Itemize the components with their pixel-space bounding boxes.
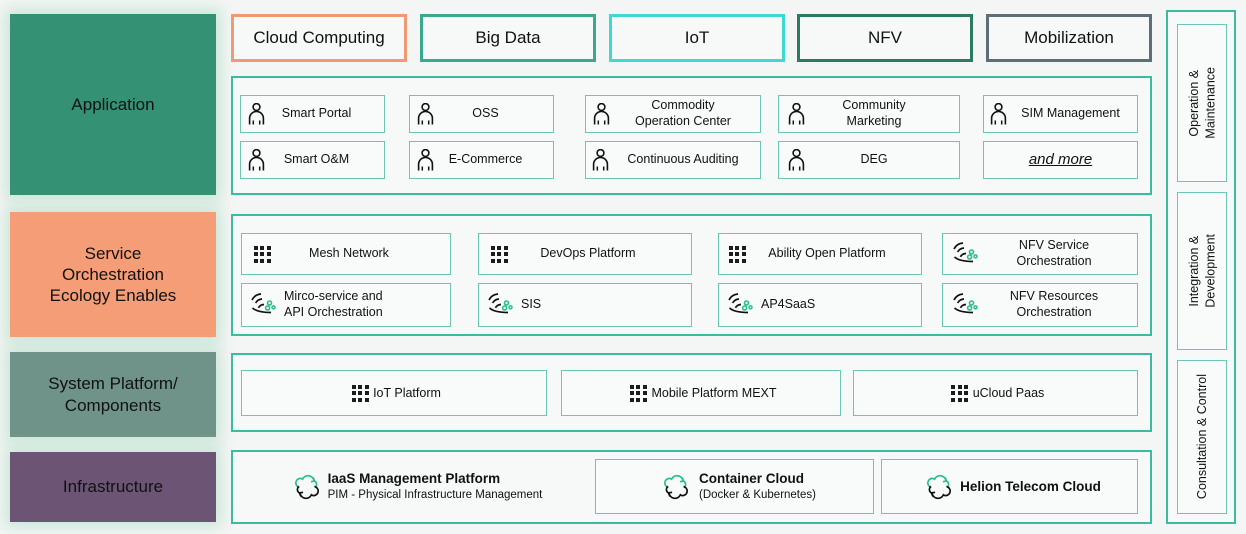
svc-card-label: Mesh Network: [309, 246, 389, 261]
infra-card-label: Container Cloud: [699, 471, 805, 487]
layer-label-infrastructure-text: Infrastructure: [62, 477, 164, 497]
svc-card-ap4saas[interactable]: AP4SaaS: [718, 283, 922, 327]
infra-card-helion-telecom-cloud[interactable]: Helion Telecom Cloud: [881, 459, 1138, 514]
svc-card-label: AP4SaaS: [761, 297, 816, 312]
sys-card-ucloud-paas[interactable]: uCloud Paas: [853, 370, 1138, 416]
cloud-sync-icon: [653, 474, 699, 500]
app-card-commodity-operation-center[interactable]: Commodity Operation Center: [585, 95, 761, 133]
domain-pill-mobilization[interactable]: Mobilization: [986, 14, 1152, 62]
sys-card-mobile-platform-mext[interactable]: Mobile Platform MEXT: [561, 370, 841, 416]
cloud-sync-icon: [918, 474, 960, 500]
svc-card-nfv-resources-orchestration[interactable]: NFV Resources Orchestration: [942, 283, 1138, 327]
app-card-label: DEG: [860, 152, 888, 167]
side-rail-label: Integration & Development: [1186, 234, 1217, 308]
orchestration-swirl-icon: [479, 292, 521, 318]
grid-dots-icon: [242, 245, 282, 263]
grid-dots-icon: [625, 384, 651, 402]
layer-label-application: Application: [10, 14, 216, 195]
layer-label-system: System Platform/ Components: [10, 352, 216, 437]
layer-label-system-text: System Platform/ Components: [48, 374, 178, 415]
app-card-e-commerce[interactable]: E-Commerce: [409, 141, 554, 179]
app-card-oss[interactable]: OSS: [409, 95, 554, 133]
orchestration-swirl-icon: [719, 292, 761, 318]
person-icon: [410, 103, 440, 125]
orchestration-swirl-icon: [242, 292, 284, 318]
domain-pill-label: IoT: [684, 28, 710, 47]
app-card-label: Smart Portal: [281, 106, 352, 121]
app-card-label: E-Commerce: [448, 152, 523, 167]
domain-pill-label: NFV: [868, 28, 902, 47]
person-icon: [988, 103, 1008, 125]
svc-card-label: Ability Open Platform: [768, 246, 886, 261]
grid-dots-icon: [479, 245, 519, 263]
app-card-label: and more: [1028, 150, 1093, 168]
app-card-label: OSS: [472, 106, 499, 121]
grid-dots-icon: [347, 384, 373, 402]
domain-pill-label: Big Data: [475, 28, 541, 47]
infra-card-sublabel: (Docker & Kubernetes): [699, 488, 816, 501]
domain-pill-label: Mobilization: [1024, 28, 1114, 47]
side-rail-label: Operation & Maintenance: [1186, 67, 1217, 139]
infra-card-sublabel: PIM - Physical Infrastructure Management: [327, 488, 543, 501]
infra-card-label: IaaS Management Platform: [327, 471, 501, 487]
person-icon: [241, 149, 271, 171]
svc-card-micro-service-api-orchestration[interactable]: Mirco-service and API Orchestration: [241, 283, 451, 327]
svc-card-mesh-network[interactable]: Mesh Network: [241, 233, 451, 275]
layer-label-application-text: Application: [71, 94, 155, 114]
grid-dots-icon: [947, 384, 973, 402]
sys-card-iot-platform[interactable]: IoT Platform: [241, 370, 547, 416]
svc-card-label: Mirco-service and API Orchestration: [284, 289, 383, 319]
app-card-smart-portal[interactable]: Smart Portal: [240, 95, 385, 133]
domain-pill-nfv[interactable]: NFV: [797, 14, 973, 62]
svc-card-label: DevOps Platform: [540, 246, 636, 261]
cloud-sync-icon: [286, 474, 328, 500]
infra-card-label: Helion Telecom Cloud: [960, 479, 1101, 494]
app-card-continuous-auditing[interactable]: Continuous Auditing: [585, 141, 761, 179]
svc-card-label: NFV Service Orchestration: [1016, 238, 1092, 268]
person-icon: [779, 103, 813, 125]
layer-label-infrastructure: Infrastructure: [10, 452, 216, 522]
domain-pill-iot[interactable]: IoT: [609, 14, 785, 62]
side-rail-consultation-control[interactable]: Consultation & Control: [1177, 360, 1227, 514]
svc-card-label: NFV Resources Orchestration: [1009, 289, 1099, 319]
app-card-label: Commodity Operation Center: [635, 98, 731, 128]
app-card-label: SIM Management: [1021, 106, 1120, 121]
svc-card-nfv-service-orchestration[interactable]: NFV Service Orchestration: [942, 233, 1138, 275]
sys-card-label: Mobile Platform MEXT: [651, 386, 777, 400]
svc-card-ability-open-platform[interactable]: Ability Open Platform: [718, 233, 922, 275]
sys-card-label: uCloud Paas: [972, 386, 1045, 400]
domain-pill-label: Cloud Computing: [253, 28, 385, 47]
side-rail-panel: Operation & Maintenance Integration & De…: [1166, 10, 1236, 524]
sys-card-label: IoT Platform: [373, 386, 441, 400]
side-rail-label: Consultation & Control: [1194, 374, 1209, 500]
person-icon: [586, 103, 616, 125]
person-icon: [590, 149, 610, 171]
layer-label-service: Service Orchestration Ecology Enables: [10, 212, 216, 337]
app-card-smart-om[interactable]: Smart O&M: [240, 141, 385, 179]
app-card-deg[interactable]: DEG: [778, 141, 960, 179]
domain-pill-cloud-computing[interactable]: Cloud Computing: [231, 14, 407, 62]
side-rail-integration-development[interactable]: Integration & Development: [1177, 192, 1227, 350]
app-card-label: Continuous Auditing: [627, 152, 739, 167]
app-card-label: Community Marketing: [842, 98, 906, 128]
side-rail-operation-maintenance[interactable]: Operation & Maintenance: [1177, 24, 1227, 182]
grid-dots-icon: [719, 245, 755, 263]
orchestration-swirl-icon: [943, 292, 987, 318]
person-icon: [241, 103, 271, 125]
person-icon: [410, 149, 440, 171]
orchestration-swirl-icon: [943, 241, 987, 267]
layer-label-service-text: Service Orchestration Ecology Enables: [49, 243, 177, 306]
domain-pill-big-data[interactable]: Big Data: [420, 14, 596, 62]
app-card-and-more[interactable]: and more: [983, 141, 1138, 179]
svc-card-devops-platform[interactable]: DevOps Platform: [478, 233, 692, 275]
person-icon: [779, 149, 813, 171]
svc-card-label: SIS: [521, 297, 542, 312]
app-card-label: Smart O&M: [283, 152, 350, 167]
infra-card-iaas-management-platform[interactable]: IaaS Management Platform PIM - Physical …: [240, 459, 588, 514]
app-card-sim-management[interactable]: SIM Management: [983, 95, 1138, 133]
infra-card-container-cloud[interactable]: Container Cloud (Docker & Kubernetes): [595, 459, 874, 514]
app-card-community-marketing[interactable]: Community Marketing: [778, 95, 960, 133]
svc-card-sis[interactable]: SIS: [478, 283, 692, 327]
